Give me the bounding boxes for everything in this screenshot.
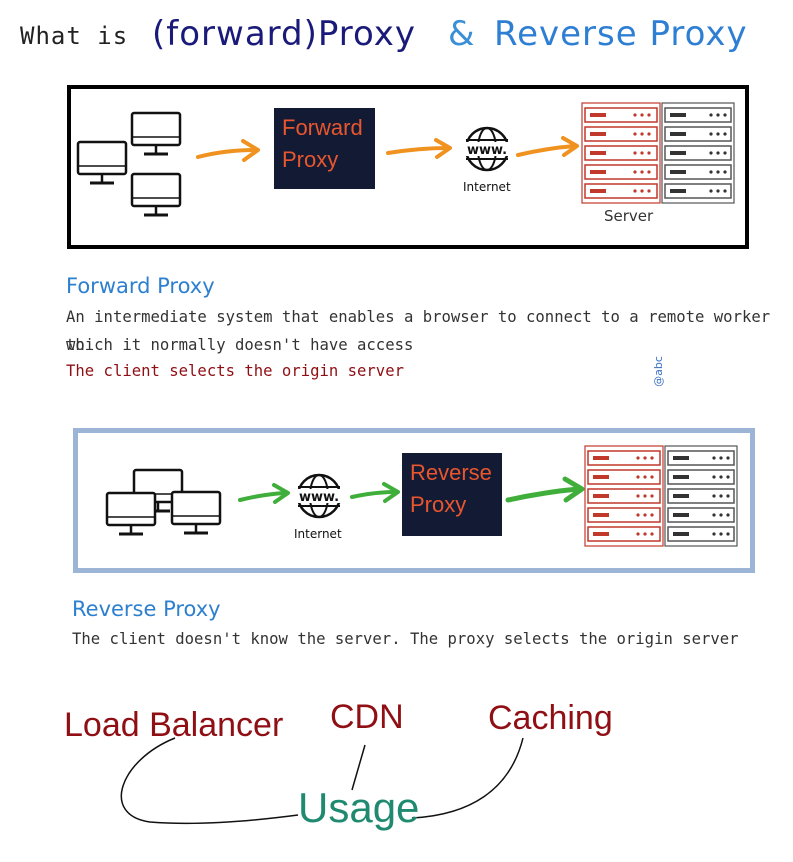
arrow-to-internet-reverse-icon [238, 483, 290, 504]
arrow-to-reverse-proxy-icon [350, 482, 400, 503]
author-signature: @abc [651, 356, 665, 387]
forward-proxy-heading: Forward Proxy [66, 274, 215, 298]
reverse-proxy-label-2: Proxy [410, 492, 467, 517]
internet-globe-icon [459, 126, 515, 172]
server-rack-icon [582, 103, 734, 203]
internet-label-reverse: Internet [294, 527, 342, 541]
title-what-is: What is [20, 22, 129, 50]
arrow-to-server-icon [516, 136, 579, 157]
title-ampersand: & [448, 14, 475, 54]
arrow-to-internet-icon [386, 138, 452, 159]
forward-proxy-box: Forward Proxy [274, 108, 375, 189]
forward-proxy-desc-2: which it normally doesn't have access [66, 336, 414, 354]
forward-clients-icon [76, 111, 182, 217]
usage-connectors [120, 737, 524, 825]
reverse-proxy-desc: The client doesn't know the server. The … [72, 630, 739, 648]
usage-load-balancer: Load Balancer [64, 706, 284, 744]
forward-proxy-highlight: The client selects the origin server [66, 362, 404, 380]
title-forward-proxy: (forward)Proxy [152, 14, 417, 54]
usage-center: Usage [298, 784, 420, 831]
arrow-to-server-reverse-icon [505, 476, 585, 503]
server-label: Server [604, 207, 654, 225]
arrow-to-forward-proxy-icon [196, 139, 260, 162]
usage-caching: Caching [488, 699, 613, 737]
internet-label: Internet [463, 180, 511, 194]
usage-cdn: CDN [330, 698, 404, 736]
title-reverse-proxy: Reverse Proxy [494, 14, 748, 54]
reverse-proxy-box: Reverse Proxy [402, 453, 502, 536]
reverse-proxy-diagram-frame [73, 428, 755, 573]
forward-proxy-label-1: Forward [282, 115, 363, 140]
forward-proxy-desc-1: An intermediate system that enables a br… [66, 308, 771, 354]
reverse-proxy-label-1: Reverse [410, 460, 492, 485]
reverse-proxy-heading: Reverse Proxy [72, 597, 221, 621]
forward-proxy-diagram-frame [67, 85, 749, 249]
forward-proxy-label-2: Proxy [282, 147, 339, 172]
